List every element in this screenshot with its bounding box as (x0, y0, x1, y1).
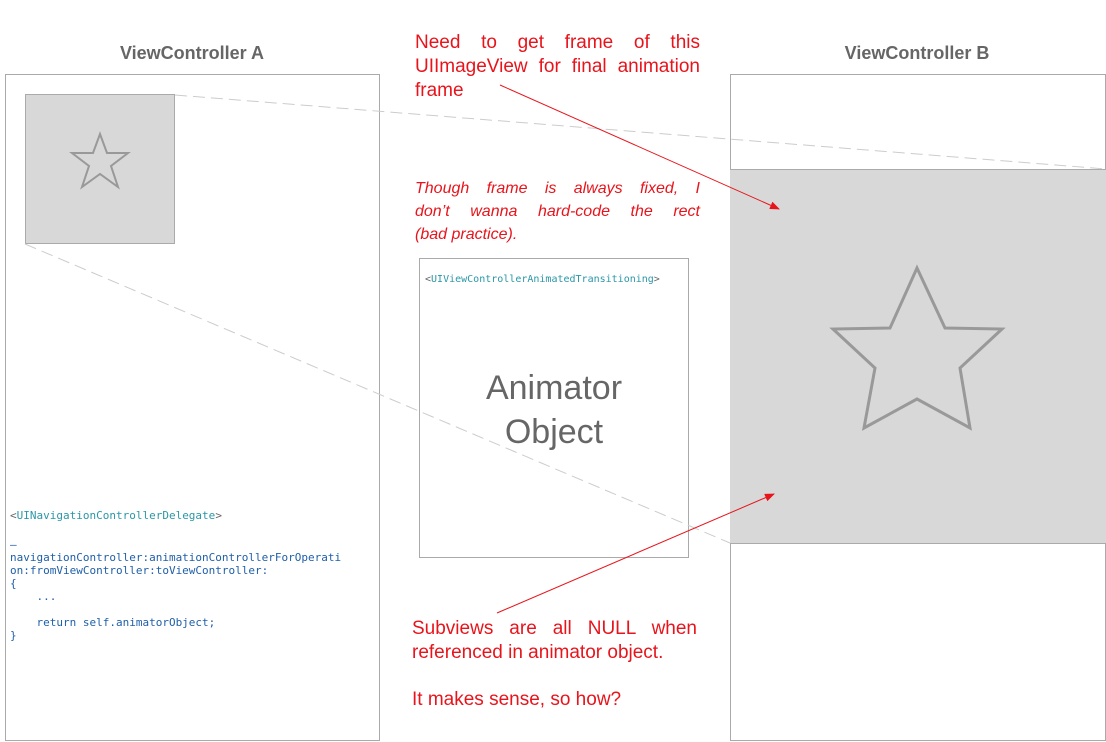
question-note: It makes sense, so how? (412, 689, 622, 710)
vc-a-title: ViewController A (119, 43, 265, 63)
star-icon-large (829, 264, 1006, 431)
dashed-guide-bottom (24, 243, 731, 544)
dashed-guide-top (174, 94, 1106, 170)
vc-b-title: ViewController B (844, 43, 990, 63)
delegate-protocol: <UINavigationControllerDelegate> (10, 509, 222, 522)
arrow-to-subviews (496, 493, 775, 614)
delegate-code: –navigationController:animationControlle… (10, 538, 342, 642)
animator-object-box (419, 258, 689, 558)
animator-protocol: <UIViewControllerAnimatedTransitioning> (425, 274, 660, 285)
arrow-to-frame (499, 84, 780, 210)
star-icon-small (69, 131, 131, 190)
